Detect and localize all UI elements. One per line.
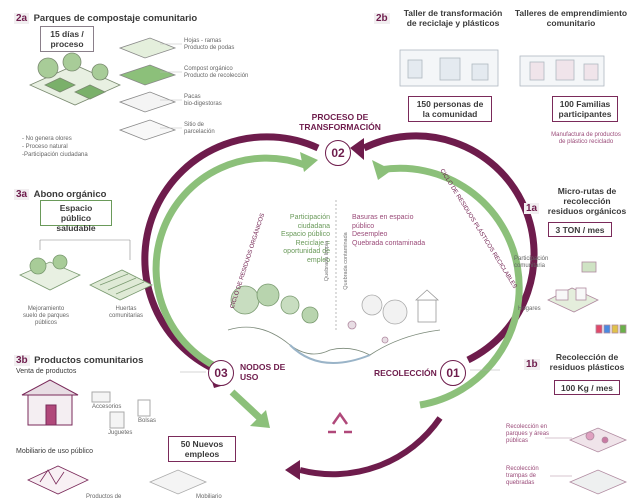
- gardens-label: Huertas comunitarias: [108, 306, 143, 319]
- benefits-text: Participación ciudadana Espacio público …: [280, 214, 330, 264]
- section-2a-title: 2a Parques de compostaje comunitario: [14, 13, 198, 24]
- layer-label-3: Pacas bio-digestoras: [184, 94, 222, 107]
- manufacture-note: Manufactura de productos de plástico rec…: [551, 132, 621, 145]
- workshop-illustration: [399, 49, 605, 87]
- market-illustration: [21, 379, 151, 429]
- tiny-label-2: Juguetes: [108, 430, 133, 436]
- layer-label-2: Compost orgánico Producto de recolección: [184, 66, 249, 79]
- families-box: 100 Familias participantes: [552, 96, 618, 122]
- section-3a-title: 3a Abono orgánico: [14, 189, 107, 200]
- tiny-label-3: Accesorios: [92, 404, 122, 410]
- furniture-illustration: [27, 465, 208, 495]
- green-arrow-head-top: [300, 152, 318, 172]
- green-arc-left: [152, 154, 307, 376]
- green-arc-bottom: [229, 389, 265, 423]
- parcel-illustration: [29, 52, 121, 106]
- section-2b-title-2: Talleres de emprendimiento comunitario: [514, 8, 628, 28]
- compost-note-1: - No genera olores: [22, 136, 72, 142]
- green-arc-right: [379, 164, 523, 409]
- parks-collection-note: Recolección en parques y áreas públicas: [506, 424, 550, 444]
- compost-note-3: -Participación ciudadana: [22, 152, 88, 158]
- plum-arc-bottom: [299, 416, 443, 478]
- quebrada-contaminada-label: Quebrada contaminada: [343, 232, 349, 290]
- section-1b-num: 1b: [524, 359, 540, 370]
- step-01-badge: 01: [440, 360, 466, 386]
- step-02-badge: 02: [325, 140, 351, 166]
- plum-arrow-head-bottom: [285, 460, 300, 480]
- garden-illustration: [19, 254, 153, 301]
- tiny-label-4: Productos de: [86, 494, 122, 500]
- new-jobs-box: 50 Nuevos empleos: [168, 436, 236, 462]
- compost-note-2: - Proceso natural: [22, 144, 68, 150]
- proceso-label: PROCESO DE TRANSFORMACIÓN: [299, 112, 381, 132]
- recoleccion-label: RECOLECCIÓN: [374, 368, 437, 378]
- healthy-space-box: Espacio público saludable: [40, 200, 112, 233]
- tiny-label-1: Bolsas: [138, 418, 157, 424]
- section-2b-num: 2b: [374, 13, 390, 24]
- green-arrow-head-bottom: [250, 410, 270, 428]
- parks-soil-label: Mejoramiento suelo de parques públicos: [22, 306, 70, 326]
- community-participation-label: Participación comunitaria: [514, 256, 549, 269]
- organic-ton-box: 3 TON / mes: [548, 222, 612, 237]
- recycle-icon: [328, 411, 352, 434]
- problems-text: Basuras en espacio público Desempleo Que…: [352, 214, 426, 247]
- collection-illustration: [568, 427, 628, 495]
- center-landscape: [227, 283, 441, 364]
- plum-arc-top-left: [141, 133, 320, 374]
- section-3b-title: 3b Productos comunitarios: [14, 355, 144, 366]
- compost-duration-box: 15 días / proceso: [40, 26, 94, 52]
- section-1a-num: 1a: [524, 203, 540, 214]
- quebrada-limpia-label: Quebrada limpia: [324, 240, 330, 282]
- plum-arrow-head-top: [350, 138, 364, 160]
- green-arrow-head-right: [372, 160, 392, 180]
- nodos-label: NODOS DE USO: [240, 362, 286, 382]
- tiny-label-5: Mobiliario: [196, 494, 222, 500]
- section-2b-title: Taller de transformación de reciclaje y …: [403, 8, 503, 28]
- participants-box: 150 personas de la comunidad: [408, 96, 492, 122]
- layer-label-4: Sitio de parcelación: [184, 122, 215, 135]
- section-1a-title: Micro-rutas de recolección residuos orgá…: [547, 186, 627, 216]
- plastic-kg-box: 100 Kg / mes: [554, 380, 620, 395]
- creek-traps-note: Recolección trampas de quebradas: [506, 466, 539, 486]
- product-sales-label: Venta de productos: [16, 368, 77, 375]
- micro-route-illustration: [547, 261, 627, 334]
- step-03-badge: 03: [208, 360, 234, 386]
- layer-label-1: Hojas - ramas Producto de podas: [184, 38, 235, 51]
- layer-stack-illustration: [118, 37, 177, 141]
- households-label: Hogares: [518, 306, 541, 312]
- public-furniture-label: Mobiliario de uso público: [16, 448, 94, 455]
- section-1b-title: Recolección de residuos plásticos: [549, 352, 625, 372]
